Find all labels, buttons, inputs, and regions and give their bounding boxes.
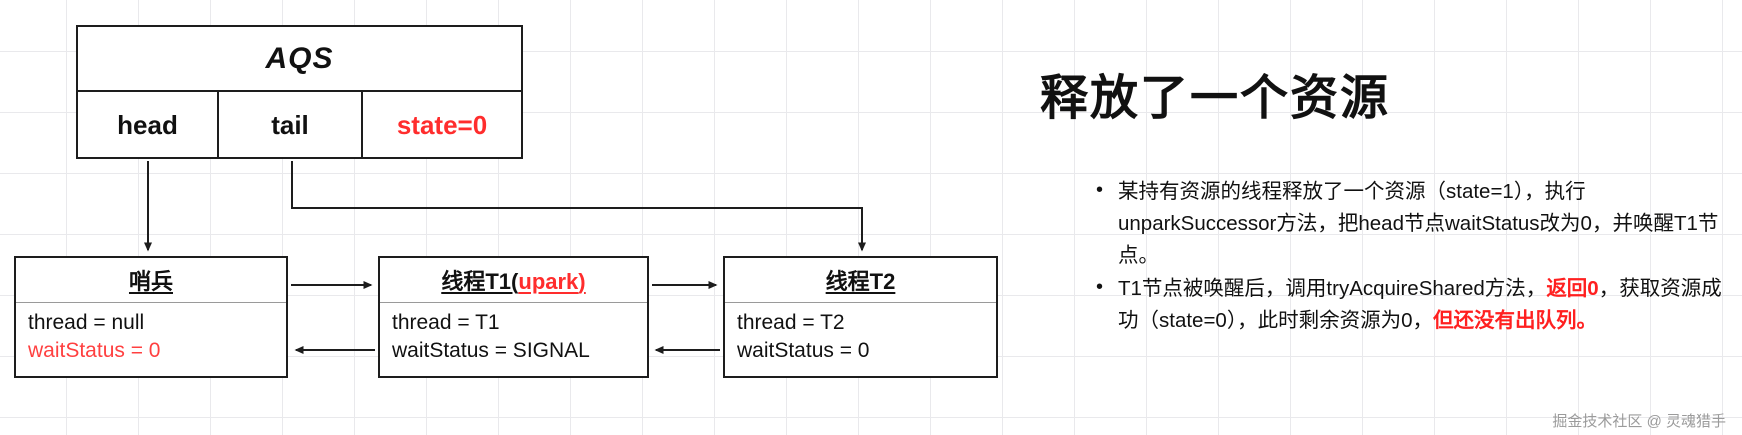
node-sentinel-thread: thread = null (28, 311, 145, 334)
bullet-1-seg-0: 某持有资源的线程释放了一个资源（state=1），执行unparkSuccess… (1118, 180, 1719, 267)
bullet-2-seg-2: ，获取资源成功（state=0），此时剩余资源为0， (1118, 277, 1722, 333)
aqs-field-row: head tail state=0 (78, 92, 521, 159)
node-thread-t2-body: thread = T2 waitStatus = 0 (725, 303, 996, 369)
node-thread-t1-title-main: 线程T1( (441, 269, 519, 294)
bullet-2-seg-1: 返回0 (1546, 277, 1599, 301)
node-thread-t1-header: 线程T1(upark) (380, 258, 647, 303)
list-item: T1节点被唤醒后，调用tryAcquireShared方法，返回0，获取资源成功… (1092, 272, 1732, 337)
node-thread-t1: 线程T1(upark) thread = T1 waitStatus = SIG… (378, 256, 649, 378)
aqs-field-state: state=0 (396, 110, 488, 140)
node-thread-t1-title-state: upark (518, 269, 579, 294)
bullet-2-seg-3: 但还没有出队列。 (1432, 309, 1597, 333)
panel-bullet-list: 某持有资源的线程释放了一个资源（state=1），执行unparkSuccess… (1092, 175, 1732, 339)
node-thread-t2-header: 线程T2 (725, 258, 996, 303)
node-sentinel-body: thread = null waitStatus = 0 (16, 303, 286, 369)
node-thread-t1-title: 线程T1(upark) (441, 264, 585, 296)
node-sentinel-waitstatus: waitStatus = 0 (28, 338, 161, 362)
watermark: 掘金技术社区 @ 灵魂猎手 (1552, 413, 1726, 430)
node-thread-t2: 线程T2 thread = T2 waitStatus = 0 (723, 256, 998, 378)
aqs-field-head: head (78, 92, 219, 159)
node-sentinel: 哨兵 thread = null waitStatus = 0 (14, 256, 288, 378)
panel-title: 释放了一个资源 (1040, 72, 1391, 125)
node-thread-t2-waitstatus: waitStatus = 0 (737, 338, 870, 362)
node-thread-t1-thread: thread = T1 (392, 311, 500, 334)
aqs-field-tail: tail (219, 92, 363, 159)
node-thread-t1-body: thread = T1 waitStatus = SIGNAL (380, 303, 647, 369)
aqs-box: AQS head tail state=0 (76, 25, 523, 159)
node-thread-t2-title: 线程T2 (825, 269, 896, 294)
bullet-2-seg-0: T1节点被唤醒后，调用tryAcquireShared方法， (1118, 277, 1547, 301)
node-thread-t2-thread: thread = T2 (737, 311, 845, 334)
node-thread-t1-waitstatus: waitStatus = SIGNAL (392, 338, 590, 362)
bullet-1-text: 某持有资源的线程释放了一个资源（state=1），执行unparkSuccess… (1118, 176, 1732, 271)
list-item: 某持有资源的线程释放了一个资源（state=1），执行unparkSuccess… (1092, 175, 1732, 271)
node-sentinel-title: 哨兵 (128, 269, 173, 294)
aqs-title: AQS (78, 27, 521, 92)
node-sentinel-header: 哨兵 (16, 258, 286, 303)
node-thread-t1-title-tail: ) (578, 269, 586, 294)
bullet-2-text: T1节点被唤醒后，调用tryAcquireShared方法，返回0，获取资源成功… (1118, 273, 1732, 337)
